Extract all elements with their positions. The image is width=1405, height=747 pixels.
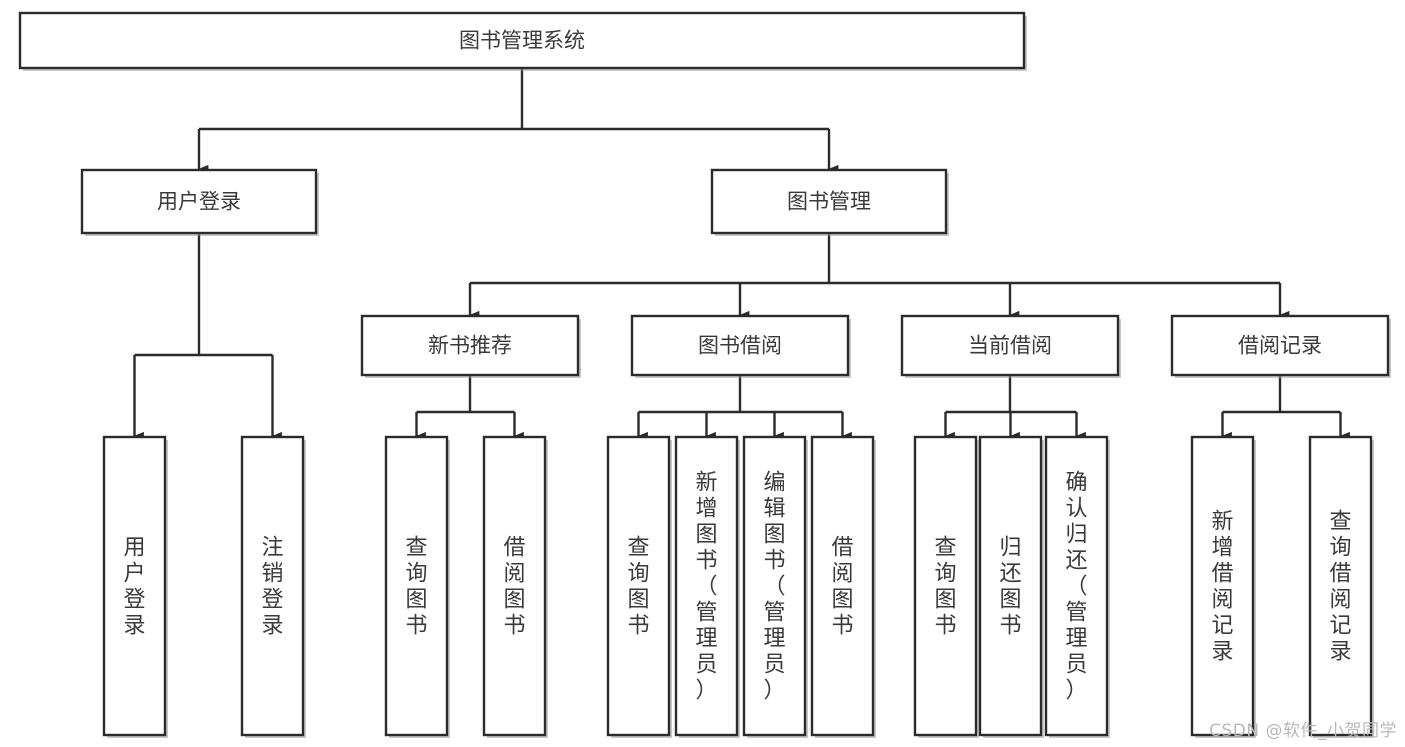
node-label: 图书管理系统 (459, 29, 585, 53)
node-book-borrow[interactable]: 图书借阅 (630, 314, 851, 378)
node-box (1308, 435, 1373, 737)
node-box (240, 435, 305, 737)
node-leaf-borrow-book-1[interactable]: 借阅图书 (482, 435, 548, 738)
node-label: 新书推荐 (428, 334, 512, 358)
node-leaf-borrow-book-2[interactable]: 借阅图书 (810, 435, 876, 738)
connectors-layer (133, 68, 1350, 441)
node-leaf-edit-book[interactable]: 编辑图书（管理员） (742, 435, 808, 738)
node-label: 借阅记录 (1238, 334, 1322, 358)
node-current-borrow[interactable]: 当前借阅 (900, 314, 1121, 378)
node-leaf-query-book-3[interactable]: 查询图书 (913, 435, 979, 738)
node-leaf-add-book[interactable]: 新增图书（管理员） (674, 435, 740, 738)
node-leaf-query-record[interactable]: 查询借阅记录 (1308, 435, 1374, 738)
node-box (80, 168, 318, 235)
node-box (900, 314, 1120, 377)
node-label: 确认归还（管理员） (1065, 470, 1087, 703)
node-leaf-return-book[interactable]: 归还图书 (978, 435, 1044, 738)
node-box (1190, 435, 1255, 737)
node-root[interactable]: 图书管理系统 (18, 11, 1027, 71)
node-box (360, 314, 580, 377)
node-label: 用户登录 (157, 190, 241, 214)
node-leaf-query-book-1[interactable]: 查询图书 (384, 435, 450, 738)
node-label: 借阅图书 (503, 535, 525, 638)
node-box (606, 435, 671, 737)
node-label: 归还图书 (999, 535, 1021, 638)
node-borrow-record[interactable]: 借阅记录 (1170, 314, 1391, 378)
node-leaf-user-login[interactable]: 用户登录 (102, 435, 168, 738)
node-label: 注销登录 (261, 535, 283, 638)
node-label: 图书借阅 (698, 334, 782, 358)
watermark-text: CSDN @软件_小贺同学 (1209, 721, 1397, 741)
node-label: 查询图书 (627, 535, 649, 638)
node-box (482, 435, 547, 737)
node-label: 用户登录 (123, 535, 145, 638)
node-label: 查询图书 (405, 535, 427, 638)
node-box (1044, 435, 1109, 737)
node-box (913, 435, 978, 737)
node-user-login[interactable]: 用户登录 (80, 168, 319, 236)
node-label: 图书管理 (787, 190, 871, 214)
node-box (978, 435, 1043, 737)
node-label: 查询借阅记录 (1329, 509, 1351, 664)
node-box (742, 435, 807, 737)
node-new-book-rec[interactable]: 新书推荐 (360, 314, 581, 378)
nodes-layer: 图书管理系统用户登录图书管理新书推荐图书借阅当前借阅借阅记录用户登录注销登录查询… (18, 11, 1391, 738)
node-label: 当前借阅 (968, 334, 1052, 358)
node-label: 查询图书 (934, 535, 956, 638)
node-label: 借阅图书 (831, 535, 853, 638)
node-box (810, 435, 875, 737)
node-leaf-confirm-return[interactable]: 确认归还（管理员） (1044, 435, 1110, 738)
node-book-manage[interactable]: 图书管理 (710, 168, 949, 236)
node-box (384, 435, 449, 737)
node-box (710, 168, 948, 235)
node-box (102, 435, 167, 737)
node-box (674, 435, 739, 737)
node-label: 编辑图书（管理员） (763, 470, 785, 703)
node-box (18, 11, 1026, 70)
node-box (1170, 314, 1390, 377)
node-leaf-add-record[interactable]: 新增借阅记录 (1190, 435, 1256, 738)
node-leaf-user-logout[interactable]: 注销登录 (240, 435, 306, 738)
node-label: 新增图书（管理员） (695, 470, 717, 703)
node-box (630, 314, 850, 377)
node-leaf-query-book-2[interactable]: 查询图书 (606, 435, 672, 738)
node-label: 新增借阅记录 (1211, 509, 1233, 664)
